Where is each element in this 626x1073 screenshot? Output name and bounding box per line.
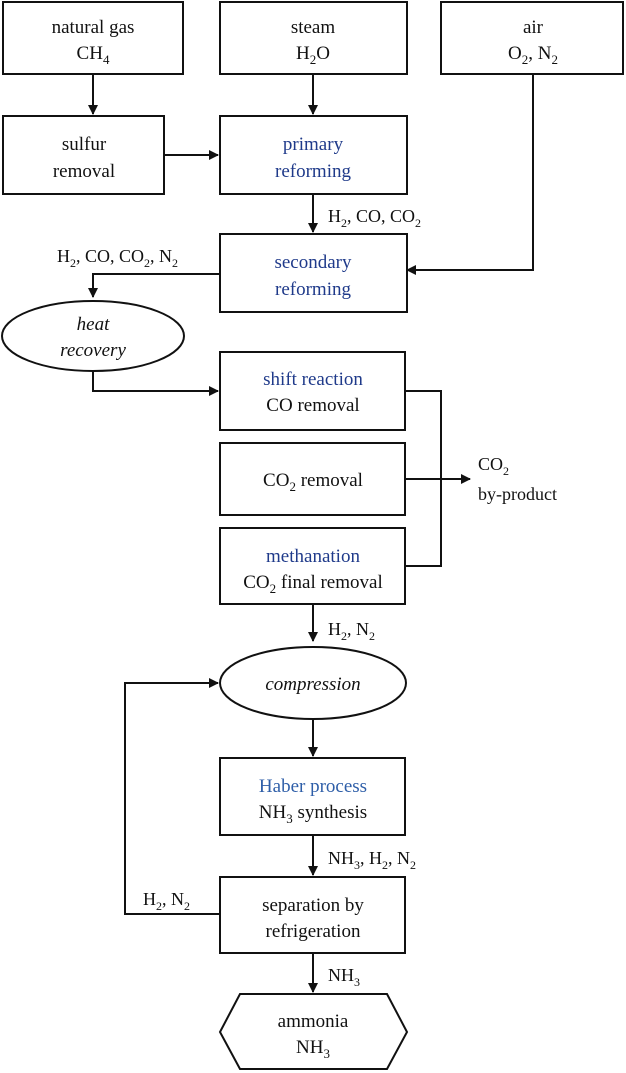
compression-ellipse <box>219 646 407 720</box>
air-box <box>440 1 624 75</box>
co2-removal-label: CO2 removal <box>263 470 363 494</box>
separation-line2: refrigeration <box>266 921 361 942</box>
natural-gas-formula: CH4 <box>77 43 110 67</box>
secondary-reforming-line2: reforming <box>275 279 351 300</box>
separation-line1: separation by <box>262 895 364 916</box>
arrow-heat-to-shift <box>92 371 219 396</box>
ammonia-hexagon <box>218 993 409 1070</box>
flow-label-after-separation: NH3 <box>328 965 360 989</box>
secondary-reforming-line1: secondary <box>274 252 352 273</box>
flow-label-by-product: by-product <box>478 484 557 504</box>
connectors <box>88 74 534 993</box>
shift-reaction-line1: shift reaction <box>263 369 363 390</box>
flow-label-after-secondary: H2, CO, CO2, N2 <box>57 246 178 270</box>
arrow-recycle <box>124 678 219 915</box>
separation-box <box>219 876 406 954</box>
air-label: air <box>523 17 544 38</box>
haber-process-line1: Haber process <box>259 776 367 797</box>
flow-label-after-haber: NH3, H2, N2 <box>328 848 416 872</box>
sulfur-removal-line1: sulfur <box>62 134 107 155</box>
co2-removal-box <box>219 442 406 516</box>
ammonia-formula: NH3 <box>296 1037 330 1061</box>
primary-reforming-box <box>219 115 408 195</box>
sulfur-removal-line2: removal <box>53 161 115 182</box>
sulfur-removal-box <box>2 115 165 195</box>
flow-label-after-primary: H2, CO, CO2 <box>328 206 421 230</box>
heat-recovery-ellipse <box>1 300 185 372</box>
natural-gas-label: natural gas <box>52 17 135 38</box>
methanation-line2: CO2 final removal <box>243 572 382 596</box>
compression-label: compression <box>265 674 360 695</box>
ammonia-line1: ammonia <box>278 1011 349 1032</box>
heat-recovery-line1: heat <box>77 314 110 335</box>
steam-formula: H2O <box>296 43 330 67</box>
arrow-secondary-to-heat <box>88 273 219 298</box>
primary-reforming-line2: reforming <box>275 161 351 182</box>
primary-reforming-line1: primary <box>283 134 344 155</box>
arrow-air-to-secondary <box>406 74 534 275</box>
heat-recovery-line2: recovery <box>60 340 126 361</box>
steam-label: steam <box>291 17 336 38</box>
flow-label-after-methanation: H2, N2 <box>328 619 375 643</box>
shift-reaction-line2: CO removal <box>266 395 359 416</box>
flow-label-co2-out: CO2 <box>478 454 509 478</box>
air-formula: O2, N2 <box>508 43 558 67</box>
haber-process-box <box>219 757 406 836</box>
shift-reaction-box <box>219 351 406 431</box>
methanation-line1: methanation <box>266 546 360 567</box>
flow-label-recycle: H2, N2 <box>143 889 190 913</box>
natural-gas-box <box>2 1 184 75</box>
steam-box <box>219 1 408 75</box>
methanation-box <box>219 527 406 605</box>
secondary-reforming-box <box>219 233 408 313</box>
haber-process-line2: NH3 synthesis <box>259 802 367 826</box>
